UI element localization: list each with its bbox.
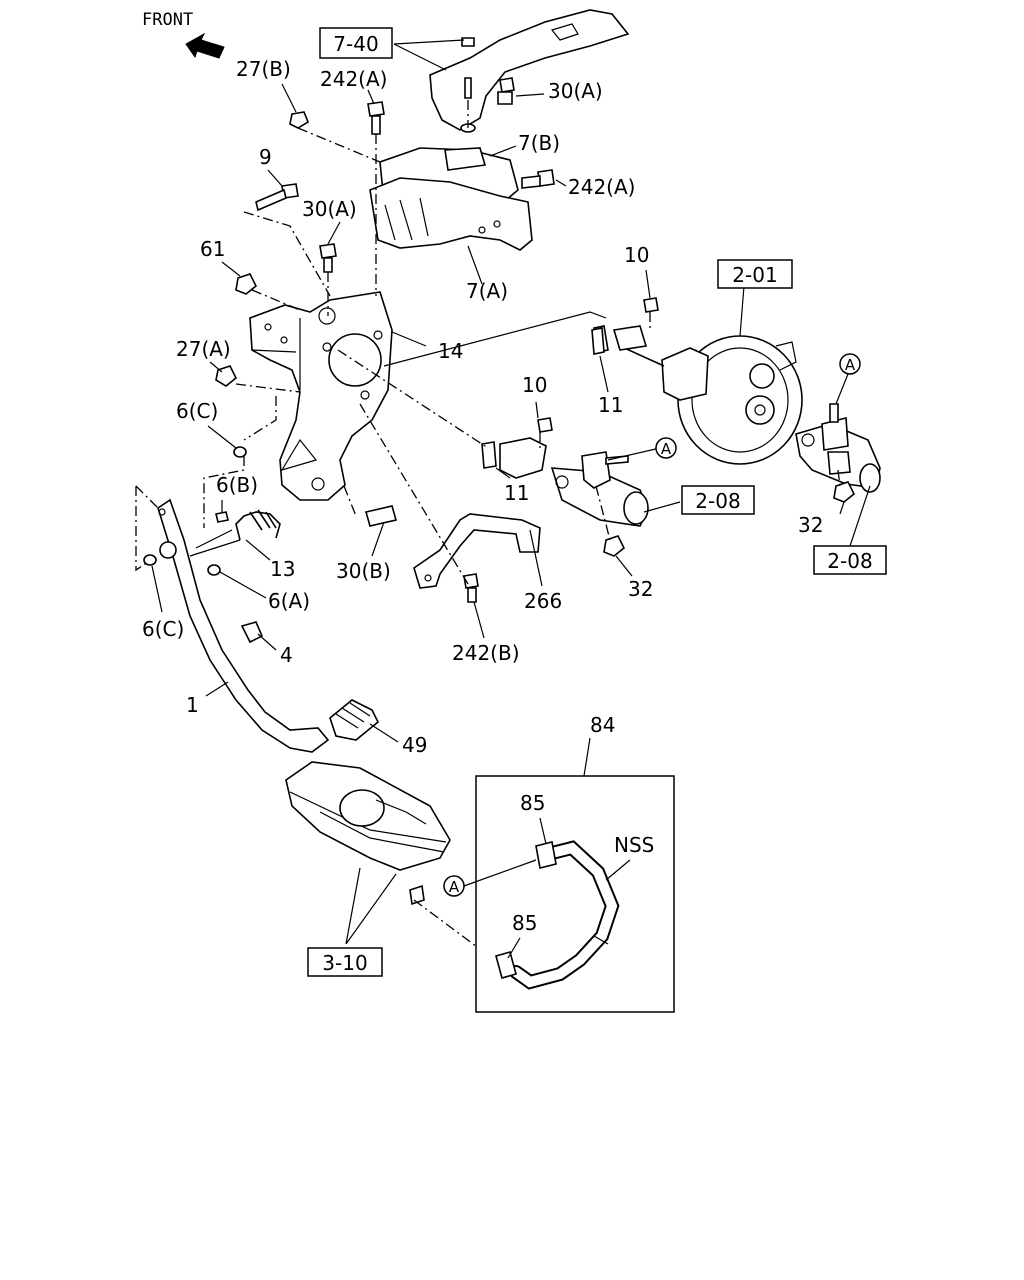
clutch-pedal-arm [157,498,330,753]
ref-box-2-01: 2-01 [717,259,793,289]
callout-30a-mid: 30(A) [302,197,357,221]
callout-6a: 6(A) [268,589,310,613]
fastener-bushing-6c-top [233,446,247,458]
connector-mark-hose: A [443,875,465,897]
fastener-bolt-10-top [643,297,659,313]
fastener-nut-61 [235,273,258,295]
stud-bolt [460,37,476,133]
clutch-master-cylinder [499,437,649,527]
fastener-bushing-6a [207,564,221,576]
callout-30b: 30(B) [336,559,391,583]
callout-85-top: 85 [520,791,545,815]
connector-letter: A [449,878,460,896]
fastener-bolt-9 [255,183,299,212]
ref-box-label: 7-40 [333,32,378,56]
pedal-bracket [249,291,393,501]
ref-box-2-08-center: 2-08 [681,485,755,515]
callout-7a: 7(A) [466,279,508,303]
callout-61: 61 [200,237,225,261]
callout-49: 49 [402,733,427,757]
callout-9: 9 [259,145,272,169]
connector-mark-master: A [655,437,677,459]
ref-box-label: 3-10 [322,951,367,975]
ref-box-label: 2-08 [827,549,872,573]
callout-6c-bot: 6(C) [142,617,184,641]
callout-85-bot: 85 [512,911,537,935]
callout-242a-mid: 242(A) [568,175,635,199]
connector-letter: A [661,440,672,458]
callout-10-mid: 10 [522,373,547,397]
leader-lines [151,39,871,959]
callout-1: 1 [186,693,199,717]
front-label: FRONT [142,10,193,30]
brake-booster [593,325,803,465]
fastener-bolt-30b [364,505,398,527]
callout-266: 266 [524,589,562,613]
hose-bracket [413,513,541,589]
callout-labels: 27(B) 242(A) 30(A) 7(B) 242(A) 9 30(A) 6… [142,57,823,935]
callout-32-mid: 32 [628,577,653,601]
callout-nss: NSS [614,833,654,857]
callout-30a-top: 30(A) [548,79,603,103]
fastener-bushing-6b [215,511,229,523]
callout-7b: 7(B) [518,131,560,155]
ref-box-label: 2-08 [695,489,740,513]
fastener-bolt-30a-mid [319,243,337,273]
pushrod-line [383,311,607,367]
front-arrow-icon [185,32,225,59]
fastener-bolt-242b [463,573,479,603]
fastener-bolt-10-mid [537,417,553,433]
callout-27b: 27(B) [236,57,291,81]
fastener-bolt-242a-top [367,101,385,135]
fastener-clip-11-mid [481,441,497,469]
ref-box-2-08-right: 2-08 [813,545,887,575]
fastener-bolt-30a-top [497,77,515,105]
callout-11-top: 11 [598,393,623,417]
callout-11-mid: 11 [504,481,529,505]
upper-mounting-bracket [369,9,630,251]
ref-box-7-40: 7-40 [319,27,393,59]
fluid-reservoir [285,761,451,906]
connector-letter: A [845,356,856,374]
ref-box-3-10: 3-10 [307,947,383,977]
connector-mark-booster: A [839,353,861,375]
callout-32-right: 32 [798,513,823,537]
callout-6b: 6(B) [216,473,258,497]
fastener-nut-32-right [833,481,856,503]
ref-box-label: 2-01 [732,263,777,287]
callout-14: 14 [438,339,463,363]
callout-242b: 242(B) [452,641,520,665]
callout-6c-top: 6(C) [176,399,218,423]
fastener-bolt-242a-mid [521,169,555,189]
fastener-pin-4 [240,621,264,644]
brake-master-cylinder [795,403,881,493]
pedal-pad [329,699,380,741]
fastener-bushing-6c-bot [143,554,157,566]
callout-4: 4 [280,643,293,667]
fastener-nut-32-mid [603,535,626,557]
callout-13: 13 [270,557,295,581]
callout-84: 84 [590,713,615,737]
callout-10-top: 10 [624,243,649,267]
fastener-clip-11-top [591,327,605,355]
fastener-nut-27b [289,111,309,129]
return-spring [189,509,281,557]
reservoir-hose [495,840,620,990]
callout-27a: 27(A) [176,337,231,361]
callout-242a-top: 242(A) [320,67,387,91]
